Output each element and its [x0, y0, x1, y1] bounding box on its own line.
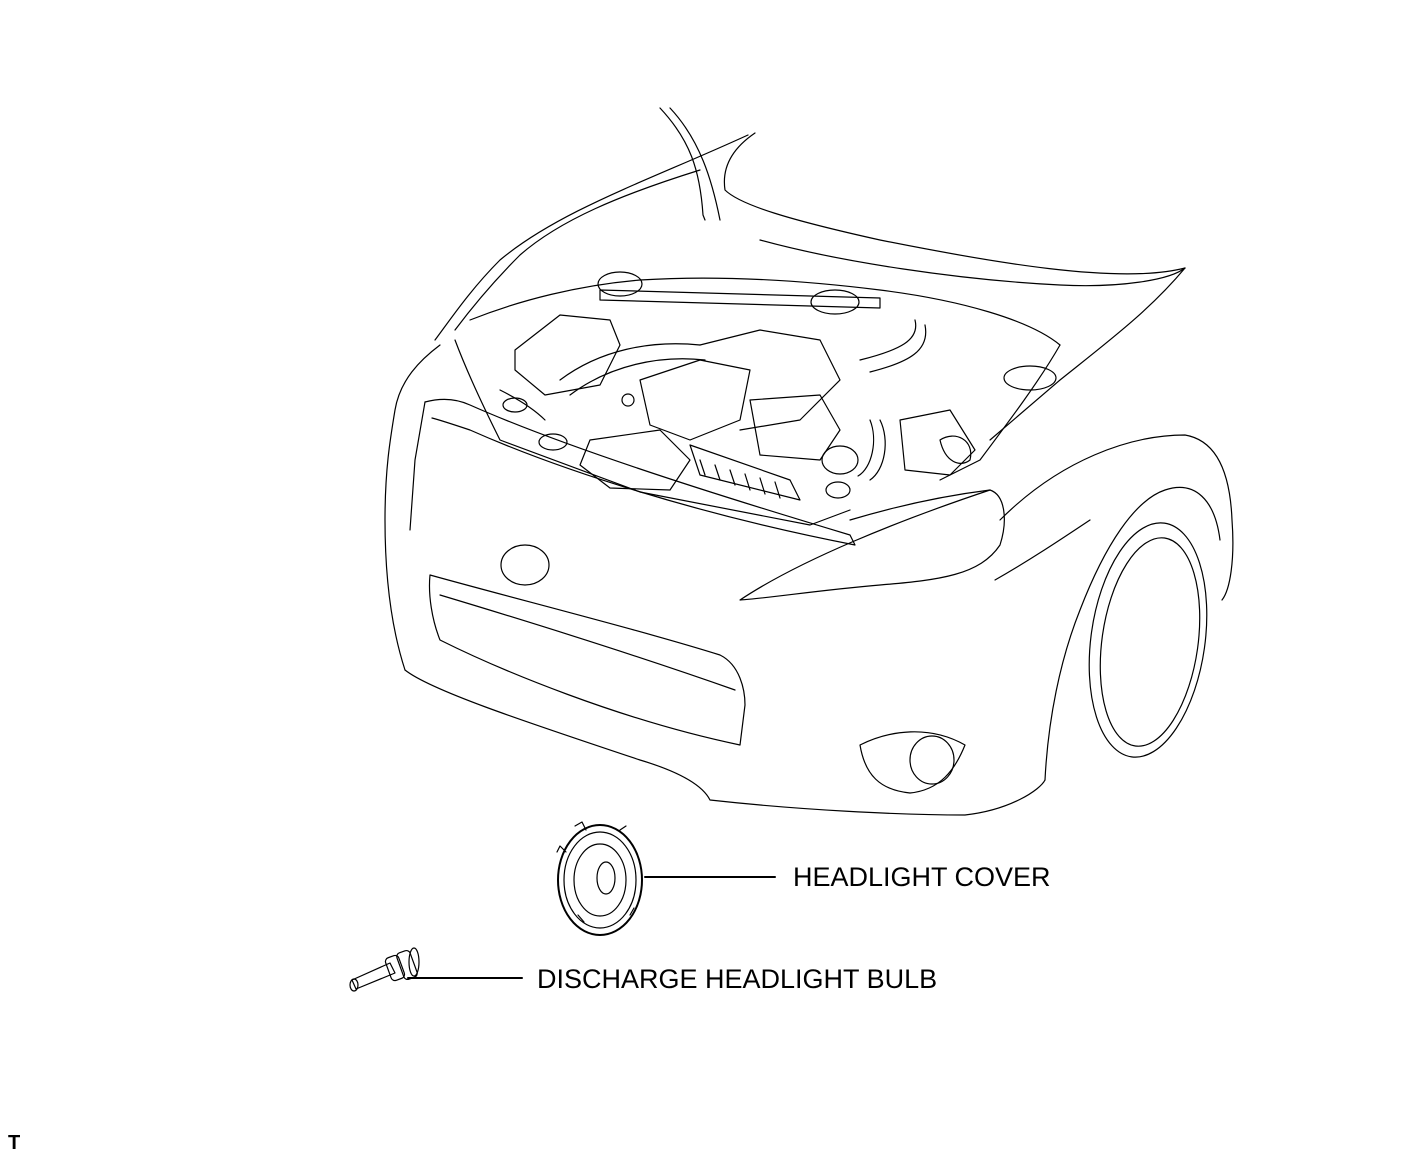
emblem-icon: [500, 544, 550, 586]
corner-mark: T: [8, 1132, 21, 1154]
discharge-bulb-part: [349, 947, 523, 992]
wheel-inner: [1099, 537, 1201, 747]
discharge-headlight-bulb-label: DISCHARGE HEADLIGHT BULB: [537, 964, 938, 994]
engine-bay: [454, 271, 1061, 526]
headlight-cover-label: HEADLIGHT COVER: [793, 862, 1051, 892]
wheel-outer: [1088, 522, 1208, 758]
headlight-cover-part: [556, 821, 776, 936]
headlamp: [739, 489, 1005, 601]
front-bumper: [384, 344, 1046, 816]
front-fender: [994, 434, 1234, 781]
hood: [434, 107, 1186, 441]
